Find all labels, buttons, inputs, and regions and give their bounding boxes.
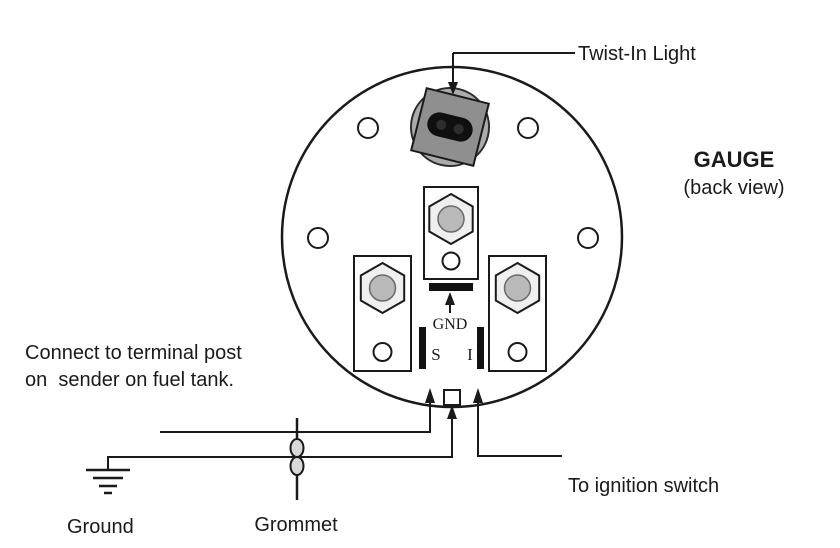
sender-note-line1: Connect to terminal post <box>25 342 242 364</box>
ground-symbol <box>86 468 130 495</box>
mounting-hole <box>307 227 329 249</box>
ignition-label: To ignition switch <box>568 475 719 497</box>
i-contact-bar <box>477 327 484 369</box>
ground-wire-arrow <box>447 405 457 419</box>
gnd-contact-bar <box>429 283 473 291</box>
sender-wire-arrow <box>425 388 435 403</box>
gauge-subtitle: (back view) <box>683 177 784 199</box>
terminal-i-label: I <box>467 345 473 364</box>
grommet-shape <box>289 456 305 476</box>
grommet-shape <box>289 438 305 458</box>
mounting-hole <box>577 227 599 249</box>
sender-note-line2: on sender on fuel tank. <box>25 369 234 391</box>
mounting-hole <box>357 117 379 139</box>
grommet-label: Grommet <box>254 514 338 536</box>
ground-label: Ground <box>67 516 134 538</box>
ignition-wire <box>477 402 562 457</box>
gauge-title: GAUGE <box>694 147 775 172</box>
twist-in-light-label: Twist-In Light <box>578 43 696 65</box>
terminal-hole <box>441 251 461 271</box>
twist-in-light <box>409 86 491 168</box>
terminal-s-label: S <box>431 345 440 364</box>
sender-wire <box>160 402 431 433</box>
terminal-hole <box>507 342 528 362</box>
mounting-hole <box>517 117 539 139</box>
ground-wire <box>107 416 453 470</box>
light-arrow <box>448 82 458 95</box>
terminal-hole <box>372 342 393 362</box>
light-bulb-lobe <box>436 119 447 130</box>
light-bulb <box>427 112 473 142</box>
light-bulb-lobe <box>453 124 464 135</box>
gnd-arrow <box>445 292 455 305</box>
bottom-notch <box>443 389 461 406</box>
gnd-label: GND <box>433 316 468 333</box>
s-contact-bar <box>419 327 426 369</box>
ignition-wire-arrow <box>473 388 483 403</box>
